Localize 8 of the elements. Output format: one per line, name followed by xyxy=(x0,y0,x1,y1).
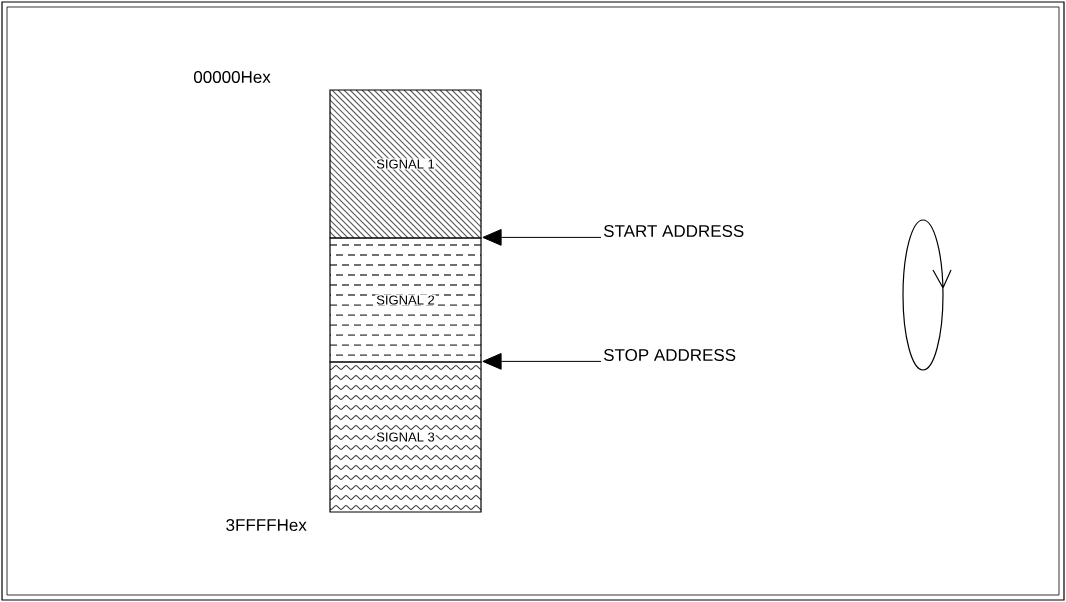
arrow xyxy=(482,229,602,246)
memory-block: SIGNAL 3 xyxy=(329,361,482,513)
address-label: STOP ADDRESS xyxy=(603,349,736,361)
address-value: 3FFFFHex xyxy=(226,518,307,531)
memory-block: SIGNAL 1 xyxy=(329,89,482,239)
address-label: START ADDRESS xyxy=(603,225,744,237)
memory-block: SIGNAL 2 xyxy=(329,237,482,363)
arrow xyxy=(482,353,602,370)
